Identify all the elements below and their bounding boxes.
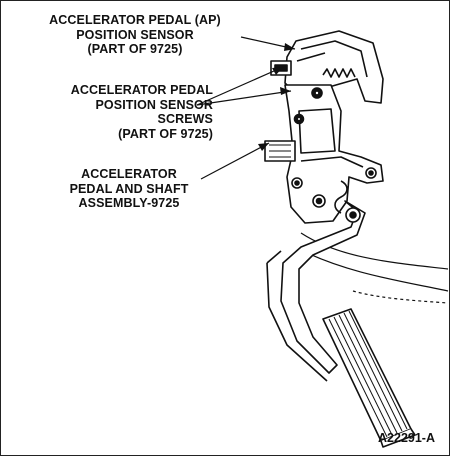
callout-line: ACCELERATOR [81,167,177,181]
figure-reference: A22291-A [378,431,435,445]
pedal-arm [266,200,366,382]
callout-ap-position-sensor: ACCELERATOR PEDAL (AP) POSITION SENSOR (… [29,13,241,57]
leader-lines [196,36,296,180]
callout-line: ACCELERATOR PEDAL (AP) [49,13,221,27]
mounting-bracket [264,84,384,224]
pedal-pad [322,308,416,448]
leader-arrowheads [258,43,295,151]
callout-sensor-screws: ACCELERATOR PEDAL POSITION SENSOR SCREWS… [13,83,213,141]
callout-line: SCREWS [157,112,213,126]
callout-line: (PART OF 9725) [118,126,213,141]
callout-pedal-shaft-assembly: ACCELERATOR PEDAL AND SHAFT ASSEMBLY-972… [53,167,205,211]
callout-line: (PART OF 9725) [87,42,183,56]
callout-line: PEDAL AND SHAFT [69,181,189,196]
callout-line: POSITION SENSOR [76,27,194,42]
callout-line: ASSEMBLY-9725 [78,196,180,210]
callout-line: POSITION SENSOR [95,97,213,112]
callout-line: ACCELERATOR PEDAL [70,83,213,97]
